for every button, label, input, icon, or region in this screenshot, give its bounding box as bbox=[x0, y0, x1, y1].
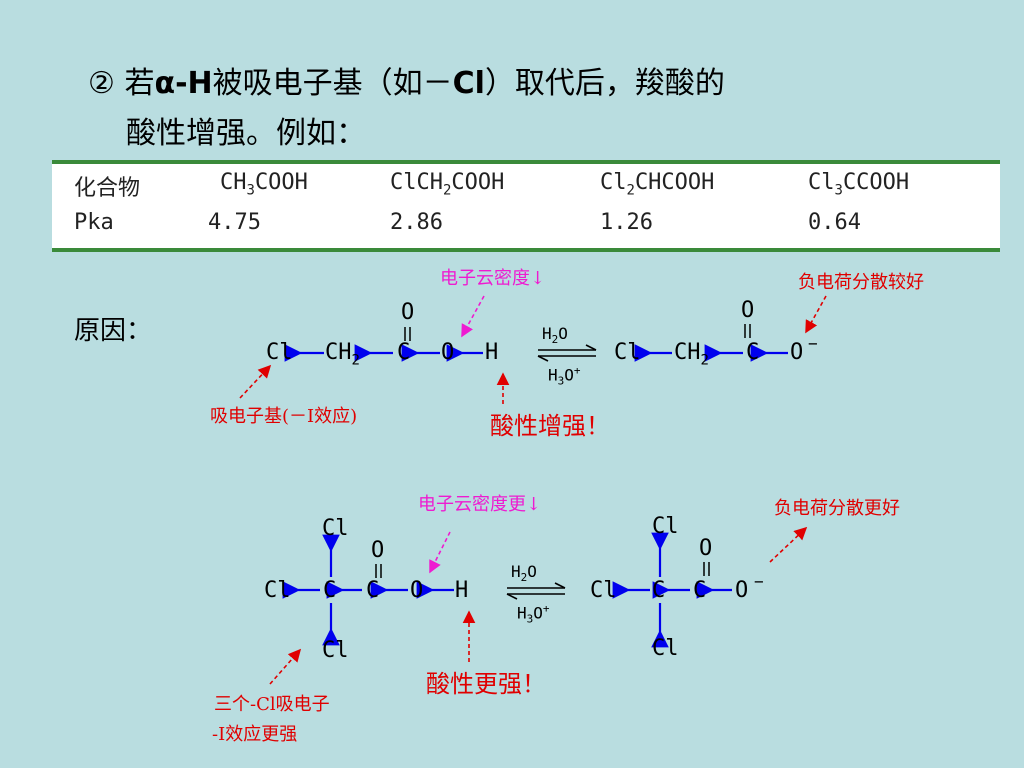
atom-cl-top: Cl bbox=[322, 516, 349, 541]
withdrawing-group-label: 吸电子基(－I效应) bbox=[210, 406, 358, 427]
pka-value: 2.86 bbox=[390, 210, 443, 235]
atom-o-anion: O bbox=[735, 578, 749, 603]
equilibrium-top-reagent: H2O bbox=[511, 562, 537, 585]
table-top-rule bbox=[52, 160, 1000, 164]
atom-c: C bbox=[746, 340, 760, 365]
compound-chloroacetic: ClCH2COOH bbox=[390, 170, 505, 199]
heading-text: 若 bbox=[124, 66, 155, 101]
atom-cl-bottom: Cl bbox=[322, 638, 349, 663]
atom-o-carbonyl: O bbox=[401, 300, 415, 325]
pka-value: 1.26 bbox=[600, 210, 653, 235]
charge-dispersion-label: 负电荷分散更好 bbox=[774, 498, 900, 519]
compound-acetic: CH3COOH bbox=[220, 170, 308, 199]
atom-c: C bbox=[397, 340, 411, 365]
withdrawing-group-label: 三个-Cl吸电子 bbox=[214, 694, 330, 715]
equilibrium-top-reagent: H2O bbox=[542, 324, 568, 347]
atom-cl: Cl bbox=[614, 340, 641, 365]
atom-ch2: CH2 bbox=[325, 340, 360, 369]
heading-text: ）取代后，羧酸的 bbox=[484, 66, 725, 101]
negative-charge: − bbox=[808, 334, 818, 353]
atom-o-carbonyl: O bbox=[741, 298, 755, 323]
equilibrium-bottom-reagent: H3O+ bbox=[548, 364, 581, 388]
atom-o: O bbox=[441, 340, 455, 365]
atom-c: C bbox=[323, 578, 337, 603]
atom-o-anion: O bbox=[790, 340, 804, 365]
pka-value: 4.75 bbox=[208, 210, 261, 235]
atom-o: O bbox=[410, 578, 424, 603]
atom-o-carbonyl: O bbox=[371, 538, 385, 563]
atom-cl-left: Cl bbox=[264, 578, 291, 603]
acidity-increase-label: 酸性增强！ bbox=[490, 412, 610, 440]
atom-cl-top: Cl bbox=[652, 514, 679, 539]
atom-c: C bbox=[366, 578, 380, 603]
atom-h: H bbox=[485, 340, 499, 365]
atom-c: C bbox=[652, 578, 666, 603]
pka-value: 0.64 bbox=[808, 210, 861, 235]
table-bottom-rule bbox=[52, 248, 1000, 252]
atom-cl-left: Cl bbox=[590, 578, 617, 603]
compound-dichloroacetic: Cl2CHCOOH bbox=[600, 170, 715, 199]
circled-number-marker: ② bbox=[88, 66, 115, 101]
atom-cl: Cl bbox=[266, 340, 293, 365]
atom-cl-bottom: Cl bbox=[652, 636, 679, 661]
pka-table: 化合物 Pka CH3COOH ClCH2COOH Cl2CHCOOH Cl3C… bbox=[52, 160, 1000, 252]
table-row-header: 化合物 bbox=[74, 176, 141, 201]
compound-trichloroacetic: Cl3CCOOH bbox=[808, 170, 910, 199]
electron-density-label: 电子云密度更↓ bbox=[418, 494, 542, 515]
heading-line-2: 酸性增强。例如： bbox=[126, 116, 366, 151]
atom-c: C bbox=[693, 578, 707, 603]
withdrawing-group-label: -I效应更强 bbox=[212, 724, 298, 745]
negative-charge: − bbox=[754, 572, 764, 591]
reason-label: 原因： bbox=[74, 316, 153, 346]
cl-text: Cl bbox=[452, 66, 485, 101]
electron-density-label: 电子云密度↓ bbox=[440, 268, 546, 289]
atom-ch2: CH2 bbox=[674, 340, 709, 369]
acidity-increase-label: 酸性更强！ bbox=[426, 670, 546, 698]
charge-dispersion-label: 负电荷分散较好 bbox=[798, 272, 924, 293]
heading-text: 被吸电子基（如－ bbox=[212, 66, 453, 101]
table-row-header: Pka bbox=[74, 210, 114, 235]
alpha-h-text: α-H bbox=[154, 66, 213, 101]
atom-o-carbonyl: O bbox=[699, 536, 713, 561]
atom-h: H bbox=[455, 578, 469, 603]
equilibrium-bottom-reagent: H3O+ bbox=[517, 602, 550, 626]
heading-line-1: ② 若α-H被吸电子基（如－Cl）取代后，羧酸的 bbox=[88, 64, 725, 104]
